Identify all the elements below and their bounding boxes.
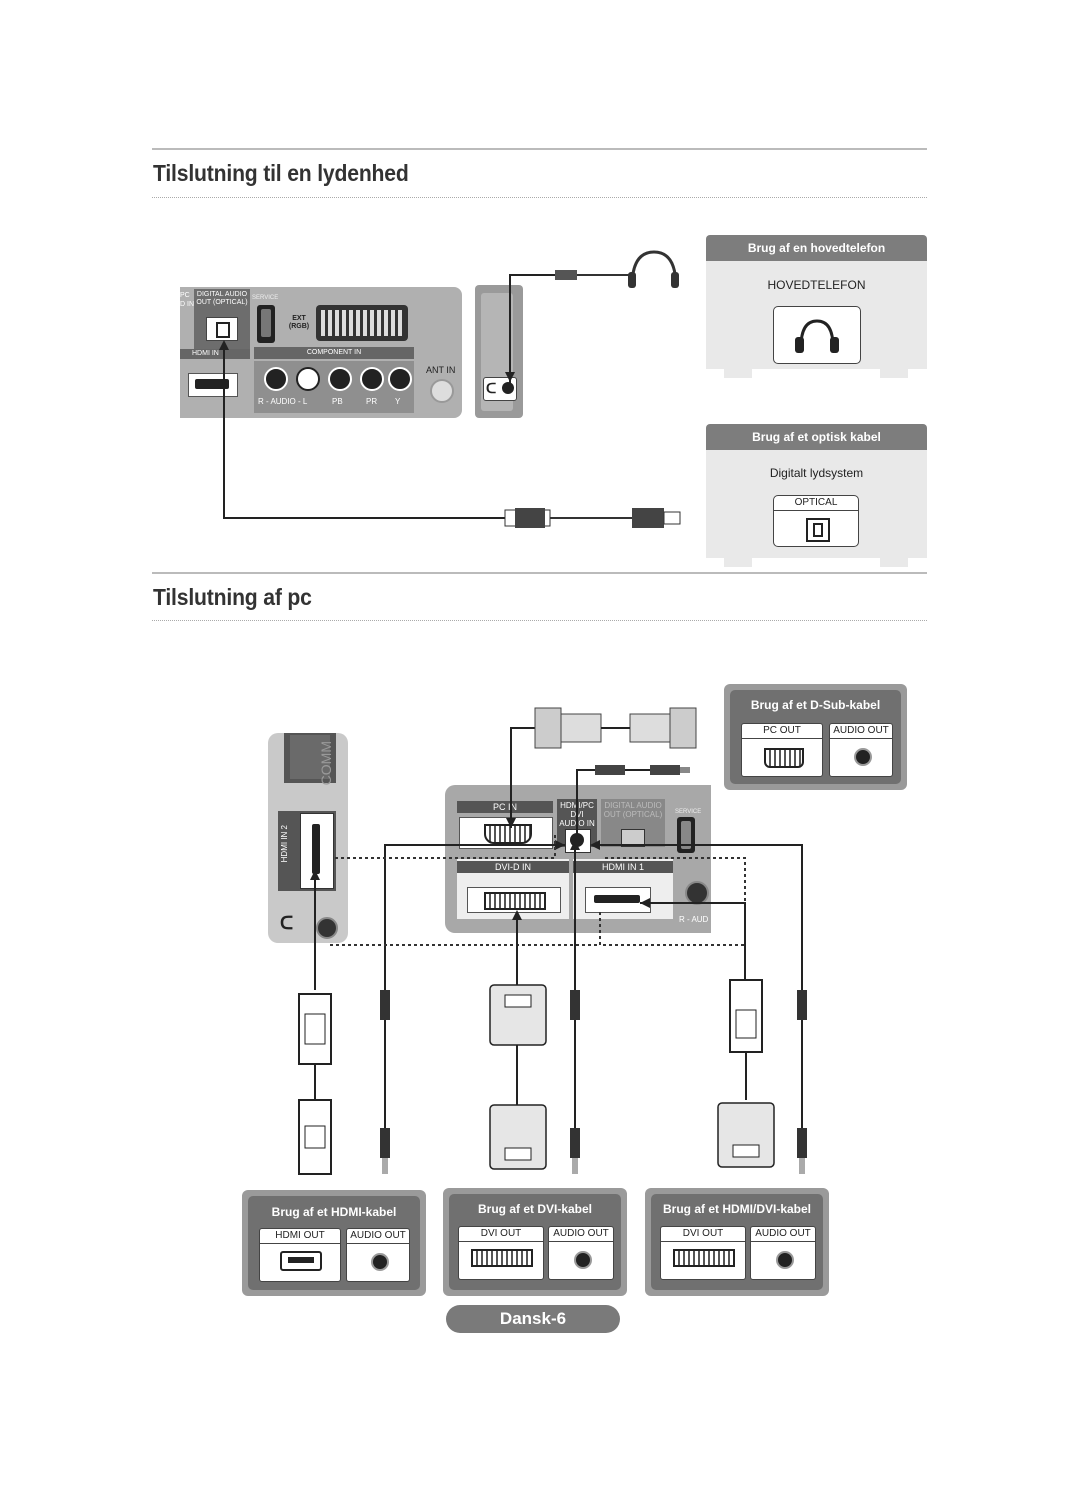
hdmi-card: Brug af et HDMI-kabel HDMI OUT AUDIO OUT <box>242 1190 426 1296</box>
audio-out-box: AUDIO OUT <box>548 1226 614 1280</box>
section1-cables <box>219 250 681 528</box>
optical-port-icon <box>621 829 645 847</box>
hdmi-plug-icon <box>298 993 332 1175</box>
dvi-out-port-icon <box>673 1249 735 1267</box>
dsub-card-header: Brug af et D-Sub-kabel <box>750 698 881 712</box>
tv-side-panel-hdmi: COMM HDMI IN 2 ᑕ <box>268 733 348 943</box>
optical-port-icon <box>206 317 238 341</box>
audio-out-box: AUDIO OUT <box>829 723 893 777</box>
section2-cables <box>298 707 807 1175</box>
hdmi-out-box: HDMI OUT <box>259 1228 341 1282</box>
dvi-out-label: DVI OUT <box>459 1227 543 1242</box>
pc-out-port-icon <box>764 748 804 768</box>
hdmi-out-port-icon <box>280 1251 322 1271</box>
dvi-card-header: Brug af et DVI-kabel <box>477 1202 593 1216</box>
audio-plug-icon <box>380 990 390 1174</box>
rca-jack-pb <box>328 367 352 391</box>
service-label: SERVICE <box>675 809 702 815</box>
hdmi-in-label: HDMI IN <box>192 350 219 357</box>
optical-card-header: Brug af et optisk kabel <box>706 424 927 450</box>
audio-plug-icon <box>797 990 807 1174</box>
pc-out-label: PC OUT <box>742 724 822 739</box>
ext-rgb-label: EXT (RGB) <box>288 315 310 330</box>
hdmi-in-1-port-icon <box>585 887 651 913</box>
dsub-card: Brug af et D-Sub-kabel PC OUT AUDIO OUT <box>724 684 907 790</box>
rca-jack-y <box>388 367 412 391</box>
headphone-device-box <box>773 306 861 364</box>
headphone-icon <box>795 319 839 353</box>
hdmi-card-header: Brug af et HDMI-kabel <box>271 1205 397 1219</box>
audio-out-jack-icon <box>854 748 872 766</box>
dvi-plug-icon <box>489 984 547 1170</box>
dvi-out-box: DVI OUT <box>660 1226 746 1280</box>
digital-audio-system-label: Digitalt lydsystem <box>769 466 864 480</box>
pc-out-box: PC OUT <box>741 723 823 777</box>
dsub-plug-icon <box>534 707 697 749</box>
tv-side-panel: ᑕ <box>475 285 523 418</box>
headphone-card-header: Brug af en hovedtelefon <box>706 235 927 261</box>
scart-port-icon <box>316 305 408 341</box>
audio-out-label: AUDIO OUT <box>751 1227 815 1242</box>
audio-out-jack-icon <box>371 1253 389 1271</box>
section1-title: Tilslutning til en lydenhed <box>153 160 409 186</box>
hdmi-dvi-card-header: Brug af et HDMI/DVI-kabel <box>662 1202 812 1216</box>
hdmi-out-label: HDMI OUT <box>260 1229 340 1244</box>
audio-out-label: AUDIO OUT <box>347 1229 409 1244</box>
rca-jack-audio-r <box>264 367 288 391</box>
tv-back-panel-audio: DIGITAL AUDIO OUT (OPTICAL) PC D IN SERV… <box>180 287 462 418</box>
aud-label: R - AUD <box>679 915 709 924</box>
rca-jack-audio-l <box>296 367 320 391</box>
hdmi-dvi-card: Brug af et HDMI/DVI-kabel DVI OUT AUDIO … <box>645 1188 829 1296</box>
optical-device-box: OPTICAL <box>773 495 859 547</box>
headphone-label: HOVEDTELEFON <box>767 278 866 292</box>
dvi-out-port-icon <box>471 1249 533 1267</box>
hdmi-in-1-label: HDMI IN 1 <box>601 862 644 872</box>
y-label: Y <box>395 397 401 406</box>
audio-out-jack-icon <box>776 1251 794 1269</box>
optical-port-label: OPTICAL <box>774 496 858 511</box>
digital-audio-label: DIGITAL AUDIO OUT (OPTICAL) <box>603 801 663 819</box>
dvi-card: Brug af et DVI-kabel DVI OUT AUDIO OUT <box>443 1188 627 1296</box>
audio-out-box: AUDIO OUT <box>346 1228 410 1282</box>
dvi-in-port-icon <box>467 887 561 913</box>
optical-port-icon <box>806 518 830 542</box>
audio-out-label: AUDIO OUT <box>549 1227 613 1242</box>
dvi-out-box: DVI OUT <box>458 1226 544 1280</box>
dvi-out-label: DVI OUT <box>661 1227 745 1242</box>
section2-top-rule <box>152 572 927 574</box>
digital-audio-out-label: DIGITAL AUDIO OUT (OPTICAL) <box>196 291 248 306</box>
audio-plug-icon <box>570 990 580 1174</box>
audio-out-box: AUDIO OUT <box>750 1226 816 1280</box>
section2-dotted-rule <box>152 620 927 621</box>
audio-out-jack-icon <box>574 1251 592 1269</box>
service-port-icon <box>257 305 275 343</box>
antenna-port-icon <box>430 379 454 403</box>
rca-jack-pr <box>360 367 384 391</box>
hdmi-dvi-plug-icon <box>717 979 775 1168</box>
audio-label: R - AUDIO - L <box>258 397 308 406</box>
hdmi-port-icon <box>188 373 238 397</box>
section1-top-rule <box>152 148 927 150</box>
headphone-jack-icon: ᑕ <box>483 377 517 401</box>
component-in-label: COMPONENT IN <box>306 349 362 356</box>
dvi-d-in-label: DVI-D IN <box>495 862 531 872</box>
audio-out-label: AUDIO OUT <box>830 724 892 739</box>
page-number: Dansk-6 <box>446 1305 620 1333</box>
pc-in-label: PC IN <box>492 802 517 812</box>
ant-in-label: ANT IN <box>426 365 456 375</box>
pc-dvi-label: PC D IN <box>180 292 194 308</box>
service-label: SERVICE <box>252 295 279 301</box>
pb-label: PB <box>332 397 343 406</box>
section1-dotted-rule <box>152 197 927 198</box>
pr-label: PR <box>366 397 378 406</box>
headphone-jack-icon: ᑕ <box>278 913 338 939</box>
section2-title: Tilslutning af pc <box>153 584 312 610</box>
pc-in-port-icon <box>459 817 553 849</box>
